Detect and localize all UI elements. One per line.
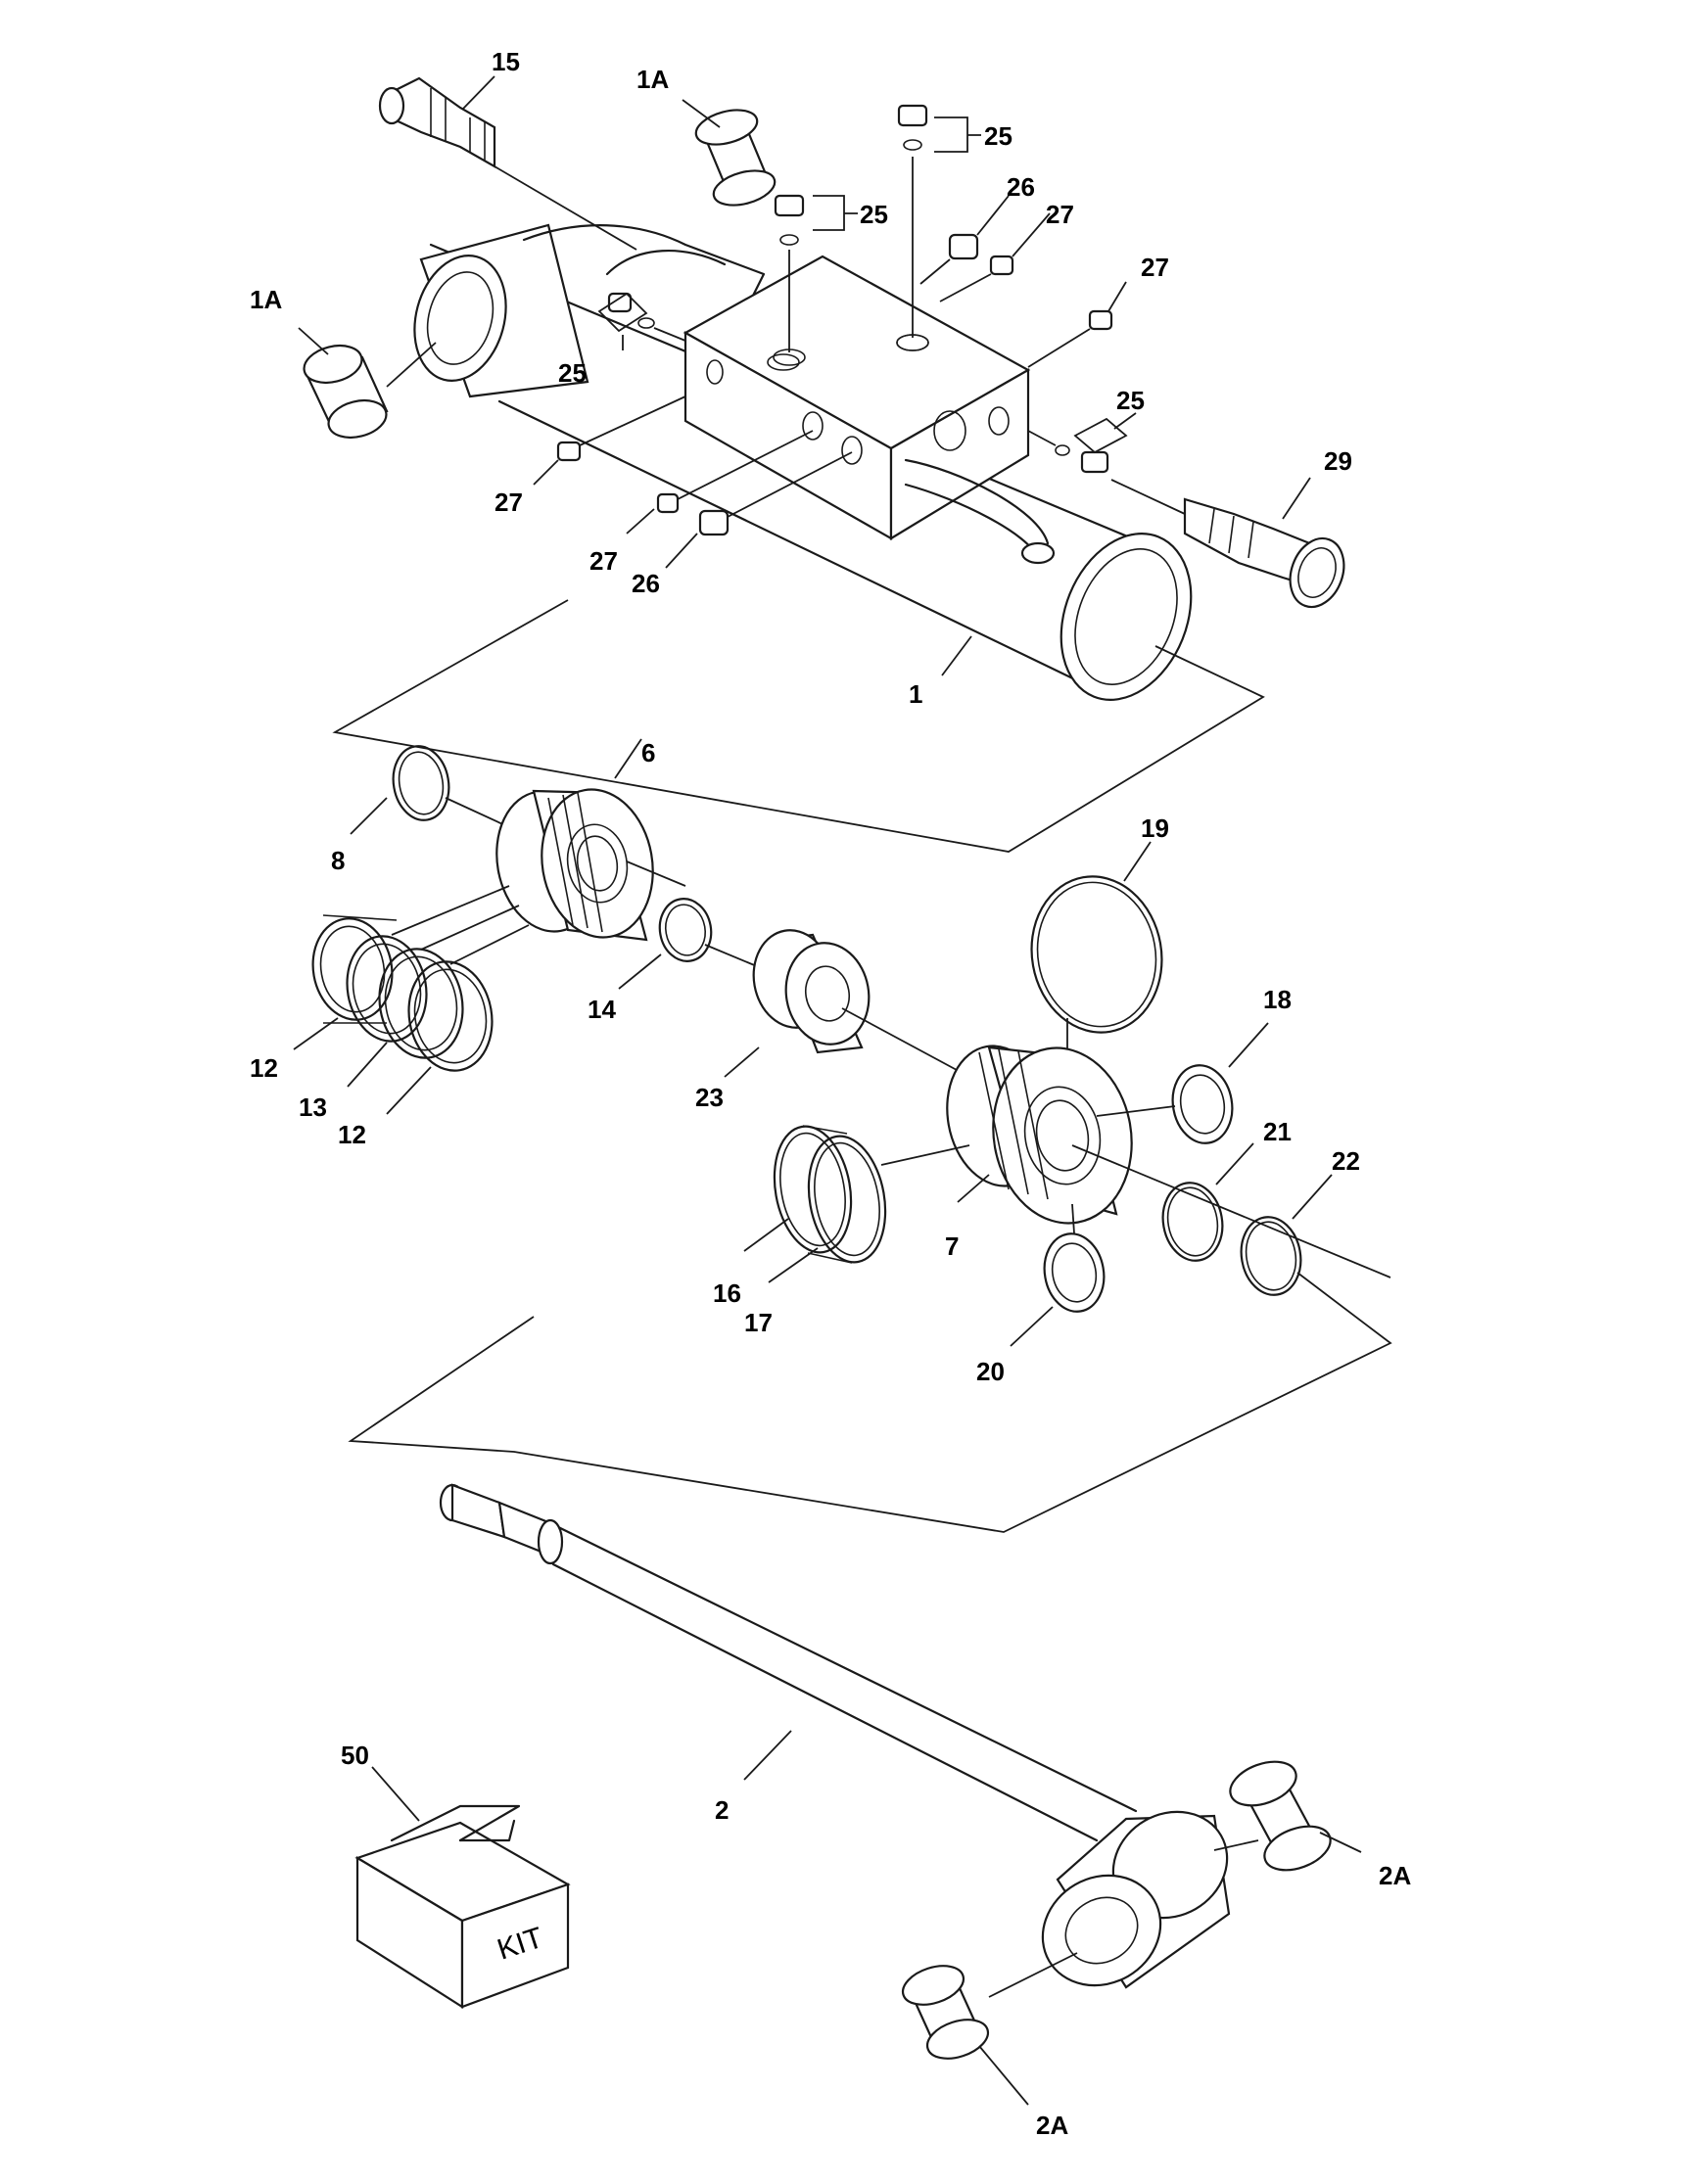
o-ring-14 xyxy=(658,898,765,970)
spacer-23 xyxy=(752,929,970,1078)
piston-6 xyxy=(495,788,686,942)
o-ring-19 xyxy=(1030,875,1163,1052)
bushing-2a-right xyxy=(1229,1760,1332,1872)
wiper-18 xyxy=(1096,1064,1234,1144)
callout-16: 16 xyxy=(713,1278,741,1308)
callout-25-mid: 25 xyxy=(860,200,888,229)
callout-26-bottom: 26 xyxy=(632,569,660,598)
relief-valve-29 xyxy=(1110,479,1345,609)
callout-1: 1 xyxy=(909,679,922,709)
callout-12-b: 12 xyxy=(338,1120,366,1149)
callout-13: 13 xyxy=(299,1092,327,1122)
cylinder-barrel xyxy=(413,223,1193,701)
gland-7 xyxy=(946,1045,1391,1278)
callout-17: 17 xyxy=(744,1308,773,1337)
callout-14: 14 xyxy=(588,995,616,1024)
piston-seals xyxy=(311,885,530,1072)
wear-ring-16-17 xyxy=(773,1125,970,1264)
callout-27-bottom: 27 xyxy=(589,546,618,576)
callout-25-right: 25 xyxy=(1116,386,1145,415)
callout-1a-top: 1A xyxy=(636,65,669,94)
callout-8: 8 xyxy=(331,846,345,875)
explode-outline-1 xyxy=(332,599,1265,853)
callout-12-a: 12 xyxy=(250,1053,278,1083)
callout-50: 50 xyxy=(341,1741,369,1770)
callout-19: 19 xyxy=(1141,813,1169,843)
callout-18: 18 xyxy=(1263,985,1292,1014)
callout-2a-right: 2A xyxy=(1379,1861,1411,1890)
callout-27-right: 27 xyxy=(1141,253,1169,282)
callout-2: 2 xyxy=(715,1795,729,1825)
leader-lines xyxy=(293,75,1362,2106)
kit-box-50: KIT xyxy=(354,1804,571,2010)
callout-26-top: 26 xyxy=(1007,172,1035,202)
callout-25-left: 25 xyxy=(558,358,587,388)
callout-15: 15 xyxy=(492,47,520,76)
o-rings-21-22 xyxy=(1161,1182,1302,1296)
callout-27-top: 27 xyxy=(1046,200,1074,229)
callout-7: 7 xyxy=(945,1231,959,1261)
callout-21: 21 xyxy=(1263,1117,1292,1146)
explode-outline-2 xyxy=(348,1272,1392,1533)
callout-1a-left: 1A xyxy=(250,285,282,314)
fittings-group xyxy=(556,104,1113,536)
callouts: 15 1A 25 25 26 27 27 1A 25 25 29 27 27 2… xyxy=(250,47,1411,2140)
rod-seal-20 xyxy=(1043,1203,1106,1313)
callout-20: 20 xyxy=(976,1357,1005,1386)
callout-2a-bottom: 2A xyxy=(1036,2111,1068,2140)
callout-25-top: 25 xyxy=(984,121,1012,151)
bushing-2a-bottom xyxy=(901,1965,990,2060)
bushing-1a-top xyxy=(694,109,777,207)
callout-6: 6 xyxy=(641,738,655,767)
piston-rod-2 xyxy=(439,1483,1259,1998)
cartridge-valve-15 xyxy=(378,76,637,251)
callout-27-left: 27 xyxy=(494,488,523,517)
bushing-1a-left xyxy=(303,342,437,440)
snap-ring-8 xyxy=(392,745,510,828)
callout-29: 29 xyxy=(1324,446,1352,476)
callout-23: 23 xyxy=(695,1083,724,1112)
callout-22: 22 xyxy=(1332,1146,1360,1176)
